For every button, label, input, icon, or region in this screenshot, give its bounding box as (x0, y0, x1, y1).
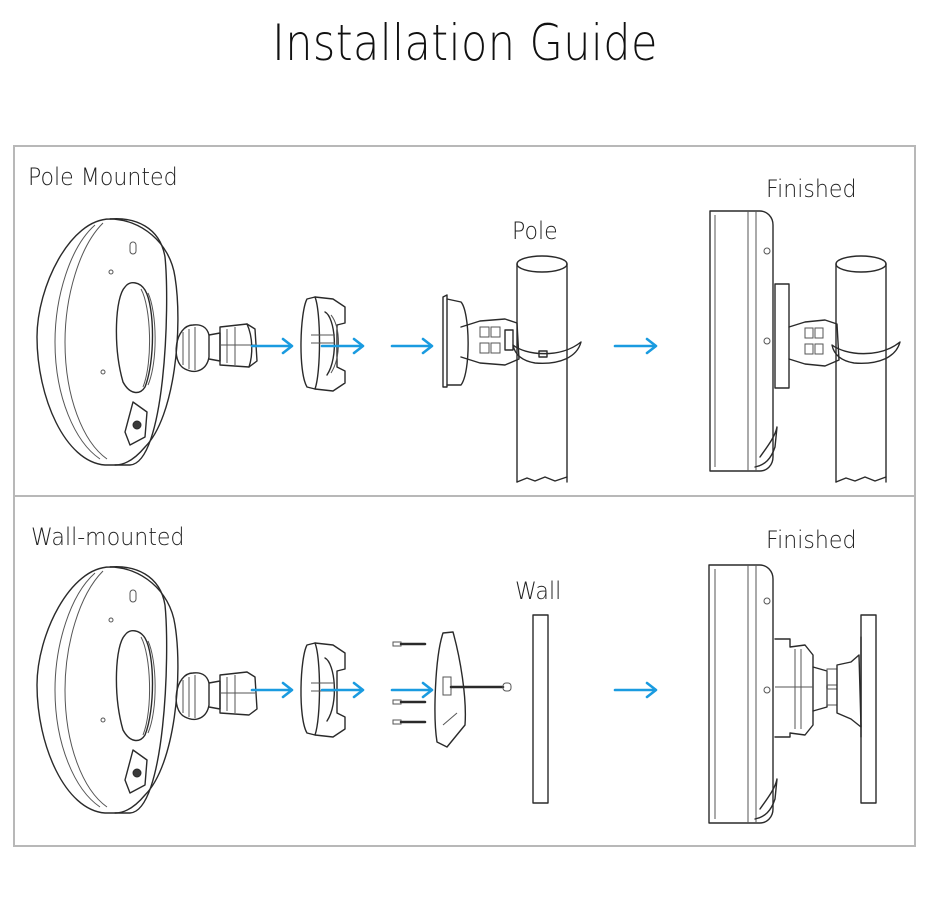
screw-icon (392, 699, 427, 705)
finished-label-pole: Finished (766, 175, 857, 203)
mounting-base-illustration (300, 296, 346, 392)
pole-mount-illustration (36, 210, 901, 483)
mounting-base-illustration (300, 642, 346, 738)
finished-wall-illustration (708, 564, 877, 824)
wall-illustration (532, 614, 549, 804)
pole-illustration (512, 255, 582, 483)
right-arrow-icon (613, 681, 658, 699)
screw-icon (392, 641, 427, 647)
right-arrow-icon (390, 681, 434, 699)
right-arrow-icon (250, 681, 294, 699)
right-arrow-icon (250, 337, 294, 355)
screw-icon (392, 719, 427, 725)
right-arrow-icon (613, 337, 658, 355)
ball-joint-illustration (175, 671, 258, 721)
finished-pole-illustration (709, 210, 901, 483)
right-arrow-icon (390, 337, 434, 355)
wall-mount-illustration (36, 564, 877, 824)
section-heading-wall: Wall-mounted (31, 523, 185, 551)
access-point-illustration (36, 218, 179, 466)
wall-plate-illustration (392, 631, 512, 748)
wall-mounted-panel: Wall-mounted Wall Finished (13, 495, 916, 847)
finished-label-wall: Finished (766, 526, 857, 554)
wall-label: Wall (515, 577, 562, 605)
right-arrow-icon (320, 337, 365, 355)
page-title: Installation Guide (272, 14, 658, 72)
pole-label: Pole (512, 217, 558, 245)
section-heading-pole: Pole Mounted (28, 163, 178, 191)
access-point-illustration (36, 566, 179, 814)
ball-joint-illustration (175, 323, 258, 373)
pole-mounted-panel: Pole Mounted Pole Finished (13, 145, 916, 497)
right-arrow-icon (320, 681, 365, 699)
pole-bracket-illustration (442, 294, 520, 388)
